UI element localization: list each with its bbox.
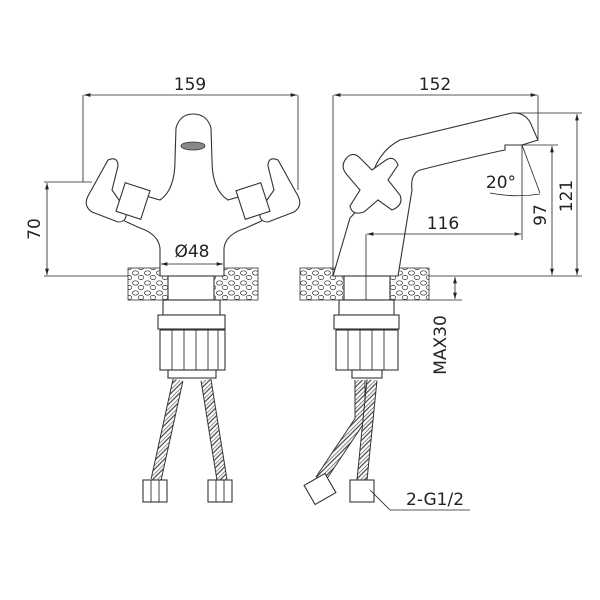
cross-handle-side — [342, 153, 402, 214]
hose-side-a — [316, 380, 365, 483]
left-handle — [85, 158, 127, 223]
mounting-nut-side — [335, 329, 399, 371]
thread-side — [333, 314, 400, 330]
diameter-label: Ø48 — [174, 242, 209, 262]
hose-nut-left — [142, 479, 168, 503]
height-label: 70 — [25, 218, 45, 240]
front-view — [44, 93, 301, 503]
washer — [162, 299, 221, 316]
hose-right — [201, 379, 227, 481]
outlet-height-label: 97 — [531, 204, 551, 226]
thread — [157, 314, 226, 330]
washer-side — [338, 299, 395, 316]
hose-nut-side-b — [349, 479, 375, 503]
reach-label: 116 — [427, 214, 459, 234]
hose-nut-side-a — [303, 472, 337, 506]
angle-label: 20° — [486, 173, 516, 193]
hose-nut-right — [207, 479, 233, 503]
angle-arc — [489, 144, 541, 197]
nut-base — [167, 369, 217, 379]
hose-side-b — [357, 379, 377, 481]
right-handle-cap — [235, 182, 271, 220]
nut-base-side — [351, 369, 383, 379]
length-label: 152 — [419, 75, 451, 95]
left-handle-cap — [115, 182, 151, 220]
hose-left — [151, 379, 183, 481]
mounting-nut — [159, 329, 226, 371]
connection-leader — [369, 489, 470, 511]
shank — [167, 275, 215, 301]
max-thickness-label: MAX30 — [431, 315, 451, 375]
width-label: 159 — [174, 75, 206, 95]
connection-label: 2-G1/2 — [406, 490, 464, 510]
right-handle — [259, 158, 301, 223]
shank-side — [343, 275, 391, 301]
side-view — [299, 93, 582, 511]
total-height-label: 121 — [557, 180, 577, 212]
aerator — [180, 141, 206, 151]
